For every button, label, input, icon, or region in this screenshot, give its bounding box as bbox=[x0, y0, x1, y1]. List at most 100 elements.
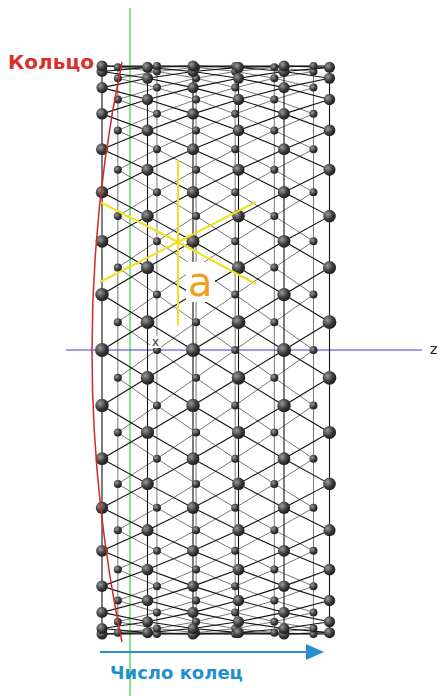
bond-line bbox=[148, 378, 194, 406]
bond-line bbox=[313, 350, 314, 405]
atom bbox=[278, 545, 290, 557]
bond-line bbox=[102, 629, 148, 633]
atom bbox=[187, 545, 199, 557]
atom bbox=[233, 94, 244, 105]
bond-line bbox=[102, 405, 148, 432]
atom bbox=[95, 343, 109, 357]
atom bbox=[141, 478, 154, 491]
atom bbox=[187, 607, 198, 618]
bond-line bbox=[147, 432, 148, 483]
bond-line bbox=[193, 432, 239, 458]
atom bbox=[231, 547, 239, 555]
atom bbox=[192, 596, 200, 604]
atom bbox=[96, 108, 108, 120]
atom bbox=[270, 566, 278, 574]
atom bbox=[142, 616, 153, 627]
atom bbox=[278, 502, 290, 514]
bond-line bbox=[193, 130, 239, 149]
atom bbox=[231, 145, 239, 153]
bond-line bbox=[274, 530, 275, 569]
atom bbox=[323, 524, 335, 536]
atom bbox=[186, 343, 200, 357]
bond-line bbox=[193, 551, 239, 570]
atom bbox=[278, 186, 290, 198]
bond-line bbox=[283, 295, 284, 350]
bond-line bbox=[147, 484, 148, 530]
atom bbox=[270, 212, 278, 220]
atom bbox=[142, 627, 153, 638]
bond-line bbox=[148, 170, 194, 192]
atom bbox=[114, 374, 122, 382]
bond-line bbox=[239, 295, 285, 323]
bond-line bbox=[239, 350, 285, 378]
z-axis bbox=[66, 349, 422, 350]
atom bbox=[231, 401, 239, 409]
bond-line bbox=[284, 100, 330, 114]
atom bbox=[192, 480, 200, 488]
atom bbox=[192, 566, 200, 574]
bond-line bbox=[102, 378, 148, 406]
bond-line bbox=[148, 459, 194, 484]
atom bbox=[309, 625, 317, 633]
bond-line bbox=[284, 268, 330, 295]
bond-line bbox=[102, 216, 148, 241]
bond-line bbox=[284, 170, 330, 192]
atom bbox=[192, 212, 200, 220]
bond-line bbox=[156, 508, 157, 551]
bond-line bbox=[101, 295, 102, 350]
lattice-vector bbox=[100, 202, 178, 242]
bond-line bbox=[101, 192, 102, 241]
atom bbox=[153, 455, 161, 463]
bond-line bbox=[193, 350, 239, 378]
bond-line bbox=[284, 432, 330, 458]
bond-line bbox=[147, 170, 148, 216]
atom bbox=[96, 580, 108, 592]
atom bbox=[279, 61, 290, 72]
atom bbox=[324, 616, 335, 627]
bond-line bbox=[102, 530, 148, 551]
atom bbox=[232, 524, 244, 536]
bond-line bbox=[284, 622, 330, 629]
bond-line bbox=[239, 322, 285, 350]
atom bbox=[231, 291, 239, 299]
atom bbox=[231, 84, 239, 92]
atom bbox=[324, 73, 335, 84]
atom bbox=[309, 145, 317, 153]
atom bbox=[187, 82, 198, 93]
bond-line bbox=[102, 192, 148, 216]
bond-line bbox=[148, 192, 194, 216]
atom bbox=[141, 210, 154, 223]
atom bbox=[231, 504, 239, 512]
atom bbox=[233, 595, 244, 606]
atom bbox=[153, 237, 161, 245]
bond-line bbox=[117, 570, 118, 601]
atom bbox=[187, 580, 199, 592]
bond-line bbox=[239, 216, 285, 241]
atom bbox=[270, 596, 278, 604]
atom bbox=[192, 318, 200, 326]
bond-line bbox=[156, 350, 157, 405]
atom bbox=[153, 625, 161, 633]
bond-line bbox=[239, 192, 285, 216]
atom bbox=[96, 623, 107, 634]
bond-line bbox=[284, 216, 330, 241]
bond-line bbox=[117, 530, 118, 569]
atom bbox=[233, 73, 244, 84]
bond-line bbox=[102, 295, 148, 323]
bond-line bbox=[193, 405, 239, 432]
bond-line bbox=[284, 295, 330, 323]
atom bbox=[278, 452, 291, 465]
axis-label: x bbox=[150, 336, 161, 348]
bond-line bbox=[102, 586, 148, 600]
atom bbox=[270, 166, 278, 174]
bond-line bbox=[239, 170, 285, 192]
atom bbox=[309, 401, 317, 409]
atom bbox=[323, 315, 337, 329]
bond-line bbox=[102, 350, 148, 378]
bond-line bbox=[148, 322, 194, 350]
bond-line bbox=[283, 350, 284, 405]
atom bbox=[96, 235, 109, 248]
atom bbox=[187, 623, 198, 634]
bond-line bbox=[147, 322, 148, 378]
atom bbox=[232, 478, 245, 491]
